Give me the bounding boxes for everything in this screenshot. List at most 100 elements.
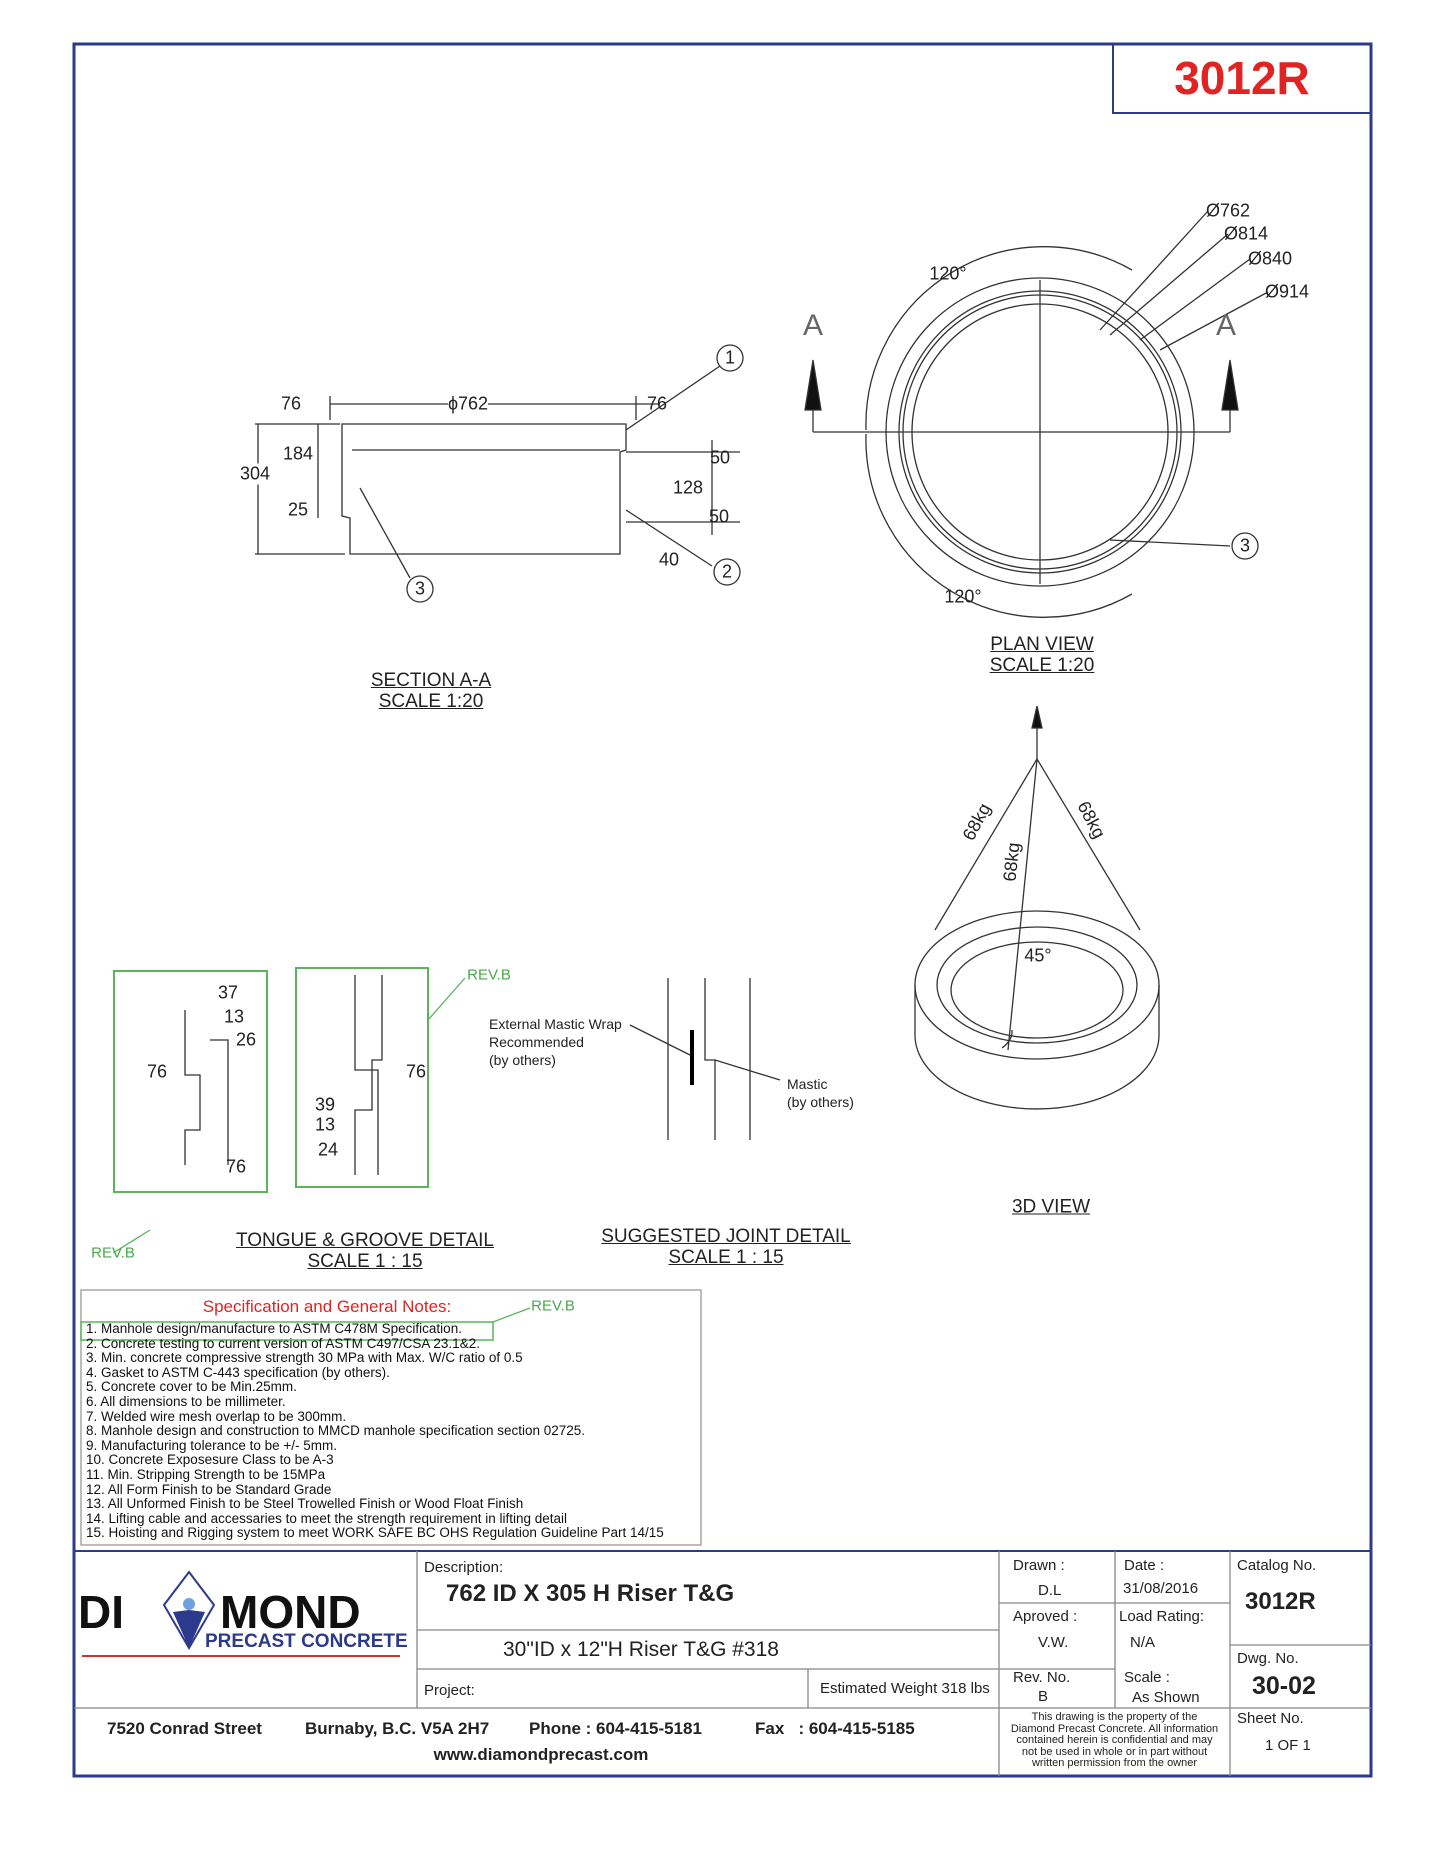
callout-1 — [716, 344, 744, 372]
load-center: 68kg — [999, 841, 1024, 883]
dim-lower: 25 — [287, 499, 309, 520]
tg2-d76: 76 — [405, 1061, 427, 1082]
3d-title: 3D VIEW — [1011, 1196, 1091, 1218]
notes-list: 1. Manhole design/manufacture to ASTM C4… — [86, 1321, 664, 1541]
dim-left-wall: 76 — [280, 393, 302, 414]
dim-r-top: 50 — [709, 447, 731, 468]
tg-d76b: 76 — [225, 1156, 247, 1177]
logo-sub: PRECAST CONCRETE — [205, 1631, 408, 1652]
wrap-note-line: External Mastic Wrap — [489, 1016, 622, 1032]
dim-upper: 184 — [282, 443, 314, 464]
plan-callout-3: 3 — [1239, 535, 1251, 556]
note-item: 3. Min. concrete compressive strength 30… — [86, 1350, 523, 1366]
note-item: 15. Hoisting and Rigging system to meet … — [86, 1525, 664, 1541]
sheet-label: Sheet No. — [1237, 1710, 1304, 1727]
rev-b-label: REV.B — [91, 1244, 135, 1262]
drawn-label: Drawn : — [1013, 1557, 1065, 1574]
tg2-d13: 13 — [314, 1114, 336, 1135]
disclaimer-line: written permission from the owner — [1031, 1757, 1198, 1769]
date: 31/08/2016 — [1123, 1580, 1199, 1597]
note-item: 12. All Form Finish to be Standard Grade — [86, 1481, 332, 1497]
angle-top: 120° — [929, 263, 967, 284]
dim-r-bot: 50 — [708, 506, 730, 527]
note-item: 11. Min. Stripping Strength to be 15MPa — [86, 1466, 326, 1482]
subtitle: 30"ID x 12"H Riser T&G #318 — [503, 1638, 779, 1661]
load-label: Load Rating: — [1119, 1608, 1205, 1625]
logo-left: DI — [78, 1586, 124, 1638]
disclaimer-line: This drawing is the property of the — [1031, 1711, 1198, 1723]
section-scale: SCALE 1:20 — [378, 691, 484, 712]
tg-box-2 — [295, 967, 429, 1188]
title-block-grid — [74, 1550, 1371, 1776]
note-item: 5. Concrete cover to be Min.25mm. — [86, 1379, 297, 1395]
date-label: Date : — [1124, 1557, 1165, 1574]
description-label: Description: — [424, 1559, 504, 1576]
dim-diameter: ϕ762 — [447, 393, 489, 415]
dim-tongue: 40 — [658, 549, 680, 570]
address-street: 7520 Conrad Street — [107, 1719, 262, 1738]
scale: As Shown — [1132, 1689, 1200, 1706]
dim-right-wall: 76 — [646, 393, 668, 414]
angle-bottom: 120° — [944, 586, 982, 607]
section-title-text: SECTION A-A — [370, 670, 492, 691]
tg2-d24: 24 — [317, 1139, 339, 1160]
disclaimer-line: Diamond Precast Concrete. All informatio… — [1010, 1722, 1219, 1735]
note-item: 6. All dimensions to be millimeter. — [86, 1393, 286, 1409]
dia-914: Ø914 — [1264, 281, 1310, 302]
tg-d13: 13 — [223, 1006, 245, 1027]
plan-title-text: PLAN VIEW — [990, 634, 1094, 655]
callout-2 — [713, 558, 741, 586]
rev-b-label: REV.B — [467, 966, 511, 984]
dia-762: Ø762 — [1205, 200, 1251, 221]
plan-view-drawing — [804, 210, 1269, 618]
wrap-note-line: Recommended — [489, 1034, 584, 1050]
dia-814: Ø814 — [1223, 223, 1269, 244]
note-item: 7. Welded wire mesh overlap to be 300mm. — [86, 1408, 347, 1424]
address-fax: Fax : 604-415-5185 — [755, 1719, 915, 1738]
callout-3 — [406, 575, 434, 603]
section-mark-left: A — [802, 309, 824, 342]
dwg-no: 30-02 — [1252, 1672, 1316, 1700]
estimated-weight: Estimated Weight 318 lbs — [820, 1680, 990, 1697]
note-item: 8. Manhole design and construction to MM… — [86, 1423, 586, 1439]
angle-45: 45° — [1024, 945, 1052, 966]
description: 762 ID X 305 H Riser T&G — [446, 1580, 735, 1607]
address-phone: Phone : 604-415-5181 — [529, 1719, 702, 1738]
note-item: 13. All Unformed Finish to be Steel Trow… — [86, 1496, 524, 1512]
mastic-note-line: Mastic — [787, 1076, 828, 1092]
rev-label: Rev. No. — [1013, 1669, 1071, 1686]
notes-rev: REV.B — [531, 1297, 575, 1315]
scale-label: Scale : — [1124, 1669, 1170, 1686]
tg-title-text: TONGUE & GROOVE DETAIL — [236, 1230, 494, 1251]
logo-right: MOND — [220, 1586, 361, 1638]
tg-box-1 — [113, 970, 268, 1193]
callout-2-label: 2 — [721, 561, 733, 582]
tg-scale: SCALE 1 : 15 — [307, 1251, 423, 1272]
joint-scale: SCALE 1 : 15 — [668, 1247, 784, 1268]
approved: V.W. — [1038, 1634, 1069, 1651]
badge-box — [1112, 43, 1372, 114]
dim-height: 304 — [239, 463, 271, 485]
dia-840: Ø840 — [1247, 248, 1293, 269]
approved-label: Aproved : — [1013, 1608, 1078, 1625]
note-item: 4. Gasket to ASTM C-443 specification (b… — [86, 1364, 390, 1380]
catalog-no: 3012R — [1245, 1588, 1316, 1615]
disclaimer-line: contained herein is confidential and may — [1016, 1734, 1213, 1746]
disclaimer-line: not be used in whole or in part without — [1021, 1745, 1208, 1758]
3d-view-drawing — [914, 705, 1160, 1110]
mastic-note: Mastic(by others) — [787, 1075, 854, 1111]
website-link[interactable]: www.diamondprecast.com — [433, 1745, 649, 1764]
callout-3-label: 3 — [414, 578, 426, 599]
diamond-logo-icon — [162, 1570, 216, 1650]
dim-r-mid: 128 — [672, 477, 704, 499]
section-a-a-drawing — [255, 344, 744, 603]
callout-3-plan — [1231, 532, 1259, 560]
project-label: Project: — [424, 1682, 475, 1699]
sheet-no: 1 OF 1 — [1265, 1737, 1311, 1754]
